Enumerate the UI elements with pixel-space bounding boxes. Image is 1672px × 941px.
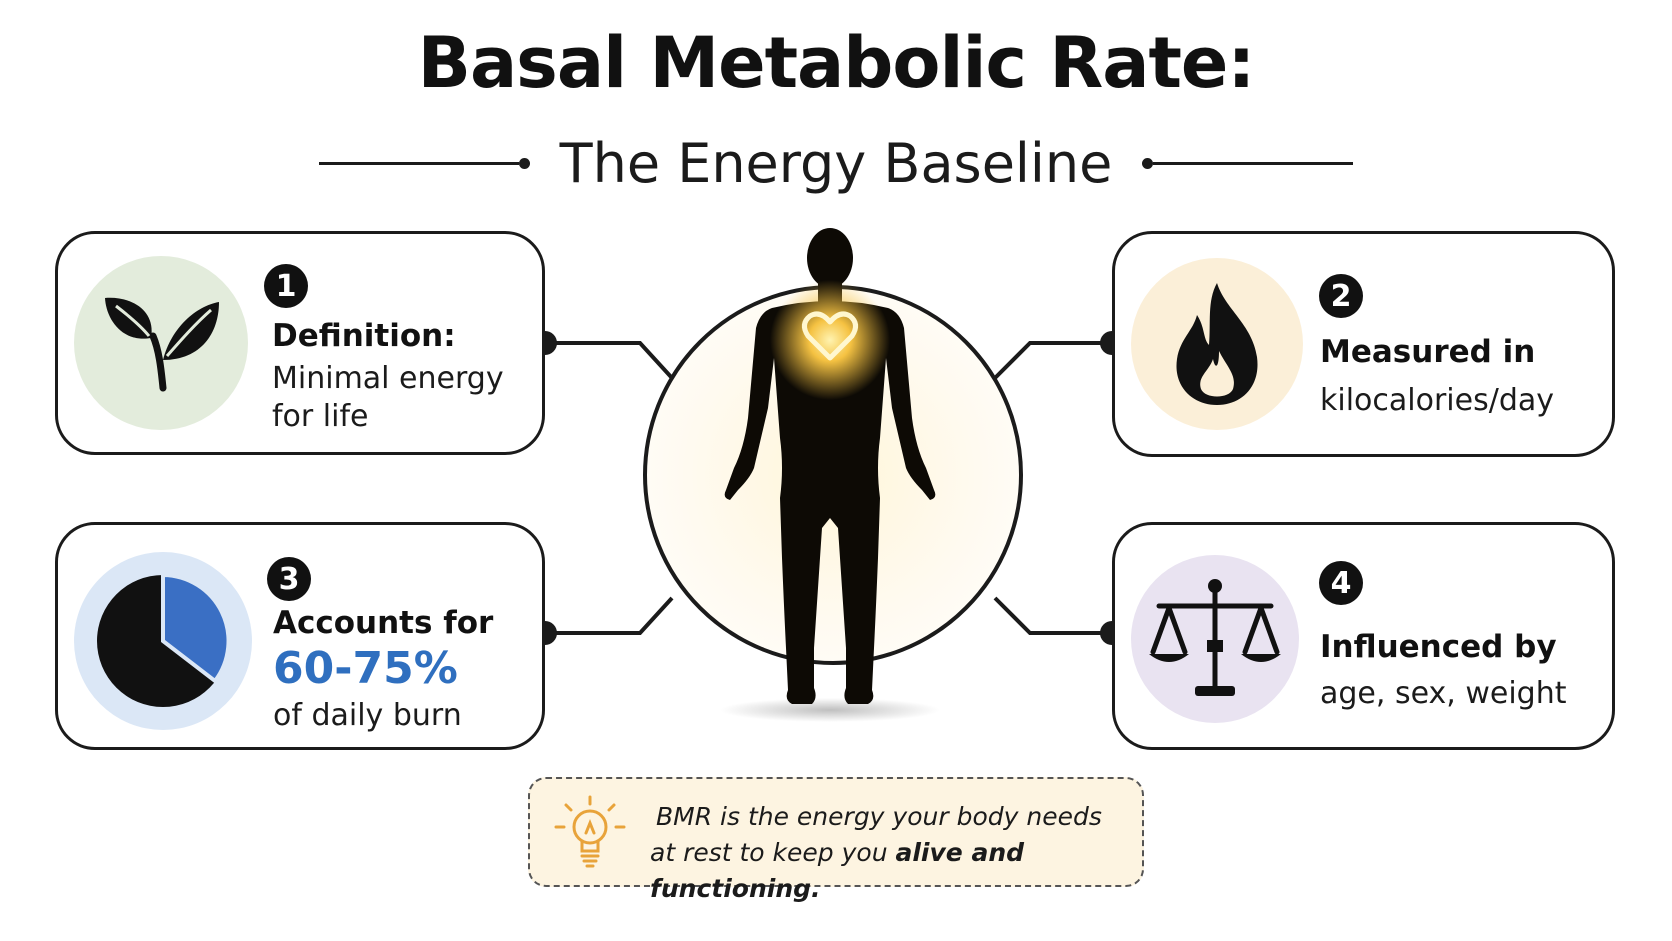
- note-line-2: at rest to keep you alive and functionin…: [650, 835, 1130, 907]
- card-1-heading: Definition:: [272, 318, 456, 354]
- card-definition: 1 Definition: Minimal energy for life: [55, 231, 545, 455]
- card-1-icon-circle: [74, 256, 248, 430]
- card-4-number-badge: 4: [1319, 561, 1363, 605]
- card-4-icon-circle: [1131, 555, 1299, 723]
- connector-card-1: [545, 341, 674, 380]
- card-1-line-2: for life: [272, 399, 369, 434]
- card-3-number-badge: 3: [267, 557, 311, 601]
- page-title: Basal Metabolic Rate:: [417, 22, 1256, 104]
- card-measured-in: 2 Measured in kilocalories/day: [1112, 231, 1615, 457]
- connector-card-2: [993, 341, 1112, 380]
- note-line-2-plain: at rest to keep you: [650, 838, 896, 867]
- bmr-summary-note: BMR is the energy your body needs at res…: [528, 777, 1144, 903]
- card-3-icon-circle: [74, 552, 252, 730]
- card-1-line-1: Minimal energy: [272, 361, 504, 396]
- page-subtitle: The Energy Baseline: [559, 131, 1113, 195]
- subtitle-left-rule: [318, 157, 530, 169]
- card-3-percentage: 60-75%: [273, 643, 458, 694]
- note-line-1: BMR is the energy your body needs: [656, 802, 1102, 831]
- card-4-heading: Influenced by: [1320, 629, 1557, 665]
- card-4-line-1: age, sex, weight: [1320, 676, 1567, 711]
- note-line-2-bold: alive and functioning.: [650, 838, 1025, 903]
- card-influenced-by: 4 Influenced by age, sex, weight: [1112, 522, 1615, 750]
- card-accounts-for: 3 Accounts for 60-75% of daily burn: [55, 522, 545, 750]
- card-3-line-1: of daily burn: [273, 698, 462, 733]
- flame-icon: [1176, 283, 1258, 405]
- connector-card-4: [993, 596, 1112, 635]
- card-1-number-badge: 1: [264, 264, 308, 308]
- balance-scale-icon: [1149, 579, 1281, 696]
- glowing-heart-icon: [802, 311, 858, 361]
- card-2-line-1: kilocalories/day: [1320, 383, 1555, 418]
- card-2-heading: Measured in: [1320, 334, 1536, 370]
- leaf-sprout-icon: [105, 297, 219, 392]
- pie-chart-icon: [97, 572, 231, 707]
- card-3-heading: Accounts for: [273, 605, 494, 641]
- card-2-number-badge: 2: [1319, 274, 1363, 318]
- subtitle-right-rule: [1142, 157, 1354, 169]
- lightbulb-icon: [554, 795, 626, 868]
- subtitle-row: The Energy Baseline: [0, 118, 1672, 208]
- note-text: BMR is the energy your body needs at res…: [650, 799, 1130, 907]
- connector-card-3: [545, 596, 674, 635]
- human-body-silhouette-icon: [720, 228, 940, 722]
- card-2-icon-circle: [1131, 258, 1303, 430]
